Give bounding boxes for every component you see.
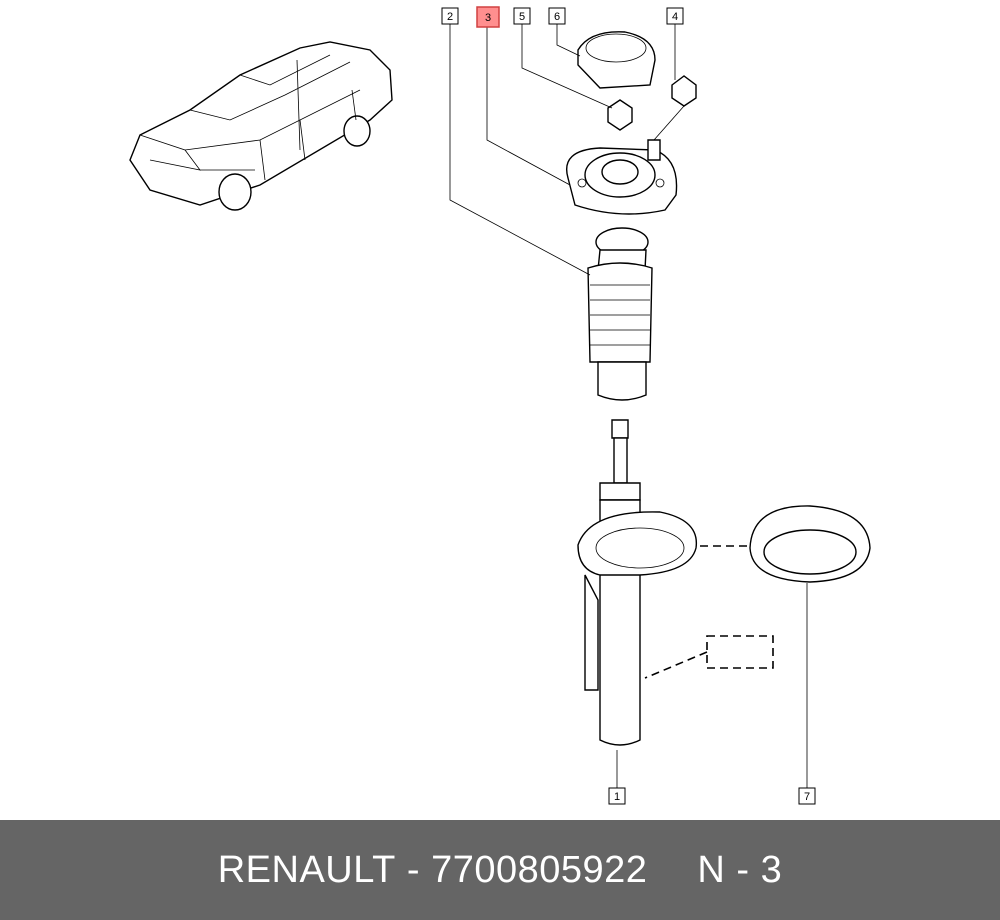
callout-3-highlighted: 3 — [476, 6, 500, 28]
leader-line-2 — [449, 24, 591, 276]
svg-text:2: 2 — [447, 11, 453, 23]
dashed-reference-box — [706, 635, 774, 669]
callout-7: 7 — [798, 787, 816, 805]
dust-cap-part — [577, 31, 656, 89]
svg-text:7: 7 — [804, 791, 810, 803]
dashed-arrow-body — [644, 651, 708, 679]
car-illustration — [129, 41, 393, 211]
shock-absorber — [577, 419, 698, 746]
leader-line-3 — [486, 24, 571, 186]
callout-5: 5 — [513, 7, 531, 25]
callout-4: 4 — [666, 7, 684, 25]
bump-stop-bellows — [587, 227, 653, 401]
flange-nut-part — [671, 75, 697, 107]
callout-1: 1 — [608, 787, 626, 805]
part-number: 7700805922 — [431, 848, 648, 891]
callout-2: 2 — [441, 7, 459, 25]
callout-6: 6 — [548, 7, 566, 25]
nut-part — [607, 99, 661, 161]
leader-line-5 — [521, 24, 613, 109]
svg-text:6: 6 — [554, 11, 560, 23]
position-code: N - 3 — [697, 848, 783, 891]
leader-line-6 — [556, 24, 581, 57]
strut-top-mount — [566, 147, 678, 215]
leader-line-4b — [653, 105, 685, 141]
svg-text:3: 3 — [485, 12, 491, 24]
svg-text:4: 4 — [672, 11, 678, 23]
brand-name: RENAULT — [217, 848, 396, 891]
part-footer-bar: RENAULT - 7700805922 N - 3 — [0, 820, 1000, 920]
exploded-parts-diagram: 1 2 3 4 5 6 7 — [129, 6, 871, 805]
svg-text:5: 5 — [519, 11, 525, 23]
footer-separator: - — [406, 848, 420, 891]
svg-text:1: 1 — [614, 791, 620, 803]
spring-seat-ring — [749, 505, 871, 583]
